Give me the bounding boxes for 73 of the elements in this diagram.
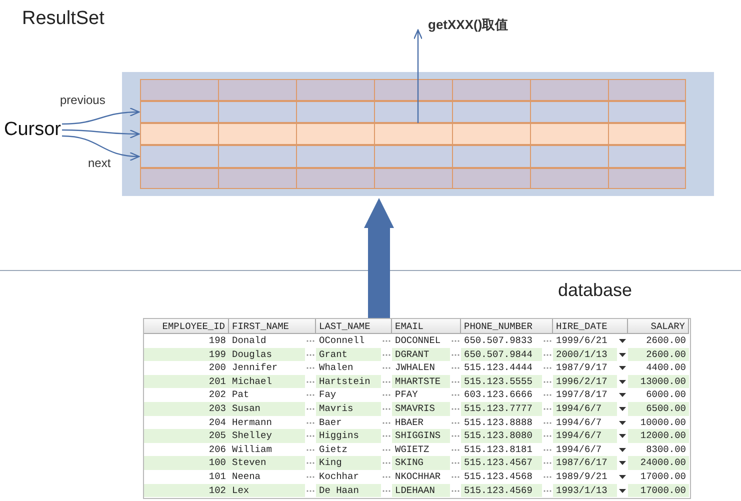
table-cell: 515.123.7777 xyxy=(461,402,542,416)
current-row xyxy=(140,123,686,145)
table-cell: 8300.00 xyxy=(628,442,689,456)
column-header: FIRST_NAME xyxy=(229,319,316,334)
column-header: PHONE_NUMBER xyxy=(461,319,553,334)
table-cell: Lex xyxy=(229,484,305,498)
arrow xyxy=(62,108,140,125)
table-cell: 1993/1/13 xyxy=(553,484,617,498)
table-cell: 100 xyxy=(144,456,229,470)
column-header: HIRE_DATE xyxy=(553,319,628,334)
table-cell: 205 xyxy=(144,429,229,443)
edge-label: previous xyxy=(60,93,106,107)
table-cell: 1996/2/17 xyxy=(553,374,617,388)
table-cell: 1987/6/17 xyxy=(553,456,617,470)
table-cell: 1994/6/7 xyxy=(553,429,617,443)
table-cell: Higgins xyxy=(316,429,381,443)
table-cell: DGRANT xyxy=(392,348,450,362)
table-cell: King xyxy=(316,456,381,470)
table-cell: Shelley xyxy=(229,429,305,443)
side-caption: database xyxy=(558,280,632,301)
arrow xyxy=(62,135,140,161)
block-arrow xyxy=(364,198,394,318)
table-cell: De Haan xyxy=(316,484,381,498)
column-header: EMPLOYEE_ID xyxy=(144,319,229,334)
table-cell: 515.123.4569 xyxy=(461,484,542,498)
table-cell: Susan xyxy=(229,402,305,416)
table-cell: 1994/6/7 xyxy=(553,442,617,456)
table-cell: 515.123.8181 xyxy=(461,442,542,456)
table-row xyxy=(140,168,686,189)
table-cell: SKING xyxy=(392,456,450,470)
table-cell: 515.123.8080 xyxy=(461,429,542,443)
edge-label: getXXX()取值 xyxy=(428,16,508,34)
arrow xyxy=(413,29,423,123)
title: ResultSet xyxy=(22,8,104,30)
table-cell: LDEHAAN xyxy=(392,484,450,498)
table-cell: 17000.00 xyxy=(628,484,689,498)
table-row xyxy=(140,101,686,123)
column-header: SALARY xyxy=(628,319,689,334)
table-cell: 102 xyxy=(144,484,229,498)
table-cell: 6500.00 xyxy=(628,402,689,416)
table-cell: 2600.00 xyxy=(628,348,689,362)
table-cell: 515.123.4567 xyxy=(461,456,542,470)
table-cell: Gietz xyxy=(316,442,381,456)
column-header: LAST_NAME xyxy=(316,319,392,334)
table-cell: MHARTSTE xyxy=(392,374,450,388)
table-cell: SHIGGINS xyxy=(392,429,450,443)
table-cell: Mavris xyxy=(316,402,381,416)
table-cell: 2000/1/13 xyxy=(553,348,617,362)
table-cell: Steven xyxy=(229,456,305,470)
table-cell: 201 xyxy=(144,374,229,388)
table-cell: Michael xyxy=(229,374,305,388)
table-cell: Hartstein xyxy=(316,374,381,388)
table-cell: Grant xyxy=(316,348,381,362)
table-row xyxy=(140,145,686,168)
data-table xyxy=(143,318,691,499)
table-cell: Douglas xyxy=(229,348,305,362)
arrow xyxy=(62,129,140,139)
table-cell: 650.507.9844 xyxy=(461,348,542,362)
table-cell: 203 xyxy=(144,402,229,416)
table-cell: 24000.00 xyxy=(628,456,689,470)
table-cell: 199 xyxy=(144,348,229,362)
edge-label: next xyxy=(88,156,111,170)
table-cell: WGIETZ xyxy=(392,442,450,456)
table-cell: 12000.00 xyxy=(628,429,689,443)
table-cell: 206 xyxy=(144,442,229,456)
table-cell: 13000.00 xyxy=(628,374,689,388)
table-cell: 1994/6/7 xyxy=(553,402,617,416)
table-cell: 515.123.5555 xyxy=(461,374,542,388)
table-row xyxy=(140,79,686,101)
table-cell: William xyxy=(229,442,305,456)
cursor-label: Cursor xyxy=(4,119,62,141)
table-cell: SMAVRIS xyxy=(392,402,450,416)
column-header: EMAIL xyxy=(392,319,461,334)
